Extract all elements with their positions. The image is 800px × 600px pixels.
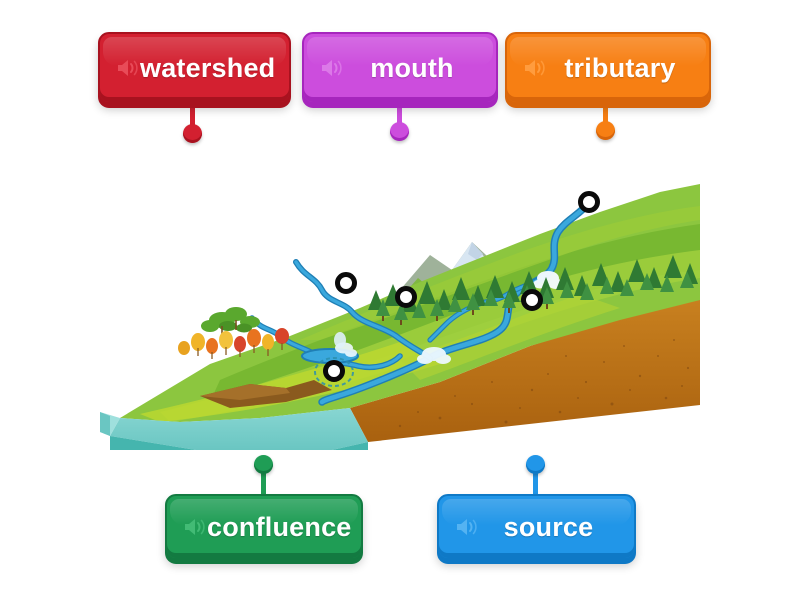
connector-knob-mouth[interactable]	[389, 121, 409, 141]
connector-knob-source[interactable]	[525, 454, 545, 474]
speaker-icon[interactable]	[320, 57, 344, 79]
connector-knob-watershed[interactable]	[182, 123, 202, 143]
label-tile-mouth[interactable]: mouth	[302, 32, 498, 104]
lake-cross-section	[100, 412, 110, 436]
marker-4[interactable]	[521, 289, 543, 311]
river-mouth-outline	[314, 357, 354, 387]
speaker-icon[interactable]	[183, 516, 207, 538]
marker-1[interactable]	[335, 272, 357, 294]
label-tile-confluence[interactable]: confluence	[165, 494, 363, 560]
connector-knob-confluence[interactable]	[253, 454, 273, 474]
audio-button-tributary[interactable]	[523, 57, 547, 79]
audio-button-source[interactable]	[455, 516, 479, 538]
marker-5[interactable]	[323, 360, 345, 382]
connector-knob-tributary[interactable]	[595, 120, 615, 140]
connector-stem-watershed	[189, 98, 195, 135]
connector-stem-confluence	[260, 464, 266, 498]
audio-button-mouth[interactable]	[320, 57, 344, 79]
audio-button-watershed[interactable]	[116, 57, 140, 79]
label-tile-source[interactable]: source	[437, 494, 636, 560]
label-tile-watershed[interactable]: watershed	[98, 32, 291, 104]
connector-stem-mouth	[396, 98, 402, 133]
label-text-mouth: mouth	[370, 52, 454, 83]
speaker-icon[interactable]	[523, 57, 547, 79]
speaker-icon[interactable]	[116, 57, 140, 79]
deciduous-trees	[178, 307, 289, 359]
waterfall-foam	[334, 271, 564, 364]
label-text-tributary: tributary	[564, 52, 676, 83]
speaker-icon[interactable]	[455, 516, 479, 538]
marker-2[interactable]	[395, 286, 417, 308]
conifer-forest	[368, 255, 698, 325]
label-text-watershed: watershed	[140, 52, 276, 83]
connector-stem-source	[532, 464, 538, 498]
label-text-source: source	[503, 511, 594, 542]
audio-button-confluence[interactable]	[183, 516, 207, 538]
label-tile-tributary[interactable]: tributary	[505, 32, 711, 104]
connector-stem-tributary	[602, 98, 608, 132]
soil-cross-section	[350, 300, 700, 442]
land-block	[120, 184, 700, 442]
label-text-confluence: confluence	[207, 511, 352, 542]
soil-speckles	[398, 339, 690, 428]
marker-3[interactable]	[578, 191, 600, 213]
river-network	[249, 196, 596, 406]
